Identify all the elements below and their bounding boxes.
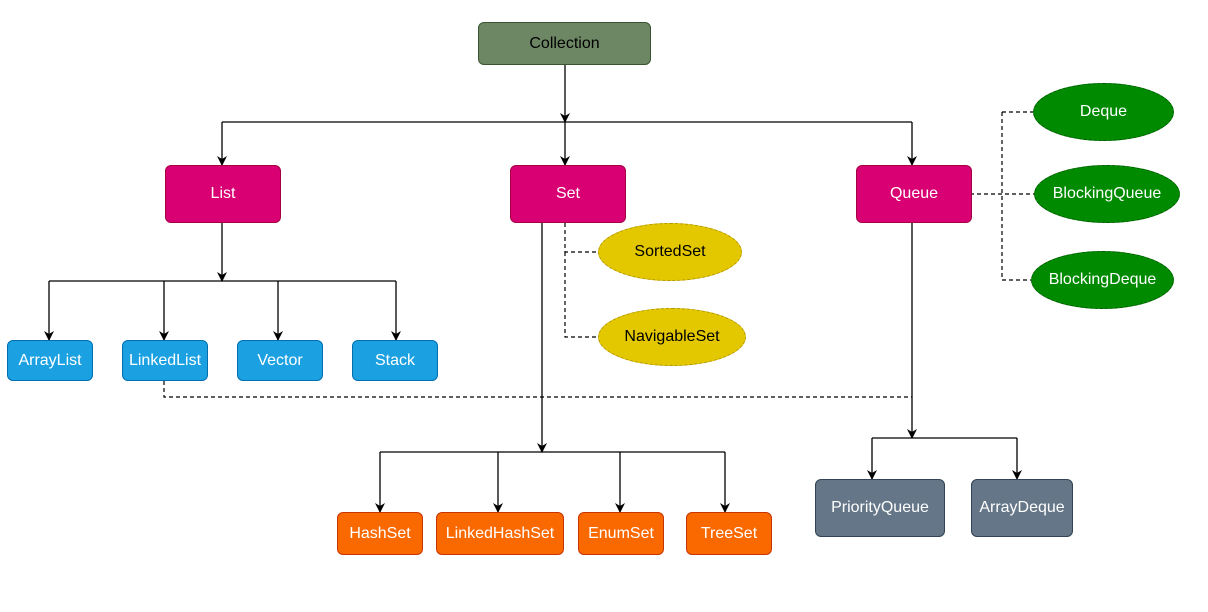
node-arraylist[interactable]: ArrayList bbox=[7, 340, 93, 381]
node-priorityqueue[interactable]: PriorityQueue bbox=[815, 479, 945, 537]
node-set[interactable]: Set bbox=[510, 165, 626, 223]
node-queue[interactable]: Queue bbox=[856, 165, 972, 223]
node-blockingdeque[interactable]: BlockingDeque bbox=[1031, 251, 1174, 309]
node-linkedlist[interactable]: LinkedList bbox=[122, 340, 208, 381]
node-linkedhashset[interactable]: LinkedHashSet bbox=[436, 512, 564, 555]
node-collection[interactable]: Collection bbox=[478, 22, 651, 65]
node-hashset[interactable]: HashSet bbox=[337, 512, 423, 555]
node-blockingqueue[interactable]: BlockingQueue bbox=[1034, 165, 1180, 223]
node-deque[interactable]: Deque bbox=[1033, 83, 1174, 141]
node-stack[interactable]: Stack bbox=[352, 340, 438, 381]
node-vector[interactable]: Vector bbox=[237, 340, 323, 381]
node-treeset[interactable]: TreeSet bbox=[686, 512, 772, 555]
edge-set-navigableset bbox=[564, 252, 598, 338]
node-list[interactable]: List bbox=[165, 165, 281, 223]
edge-linkedlist-queue bbox=[163, 381, 912, 398]
node-enumset[interactable]: EnumSet bbox=[578, 512, 664, 555]
edge-set-sortedset bbox=[564, 223, 598, 253]
node-arraydeque[interactable]: ArrayDeque bbox=[971, 479, 1073, 537]
node-navigableset[interactable]: NavigableSet bbox=[598, 308, 746, 366]
node-sortedset[interactable]: SortedSet bbox=[598, 223, 742, 281]
